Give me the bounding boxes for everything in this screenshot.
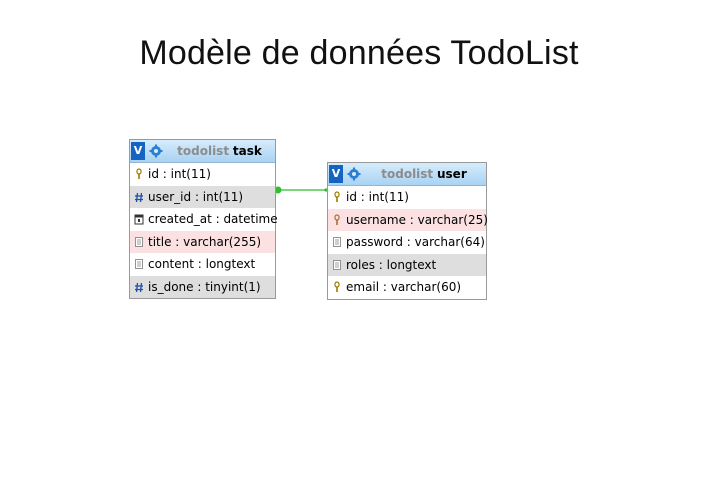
column-row-id[interactable]: id : int(11) <box>130 163 275 186</box>
database-name: todolist <box>381 167 434 181</box>
column-label: user_id : int(11) <box>148 189 244 204</box>
column-label: created_at : datetime <box>148 212 278 226</box>
key-icon <box>334 213 340 225</box>
table-user-title: todolist user <box>366 163 482 185</box>
column-label: title : varchar(255) <box>148 234 262 249</box>
column-row-password[interactable]: password : varchar(64) <box>328 231 486 254</box>
text-icon <box>333 237 341 247</box>
table-name: user <box>437 167 467 181</box>
column-row-user-id[interactable]: user_id : int(11) <box>130 185 275 208</box>
key-icon <box>334 191 340 202</box>
column-row-is-done[interactable]: is_done : tinyint(1) <box>130 275 275 298</box>
table-task-title: todolist task <box>168 140 271 162</box>
key-icon <box>136 168 142 179</box>
column-row-id[interactable]: id : int(11) <box>328 186 486 209</box>
table-task[interactable]: V todolist task id : int(11) user_id : i… <box>129 139 278 299</box>
gear-icon[interactable] <box>149 144 163 158</box>
collapse-badge-icon[interactable]: V <box>131 142 145 160</box>
text-icon <box>135 259 143 269</box>
key-icon <box>334 281 340 292</box>
relation-end-dot <box>324 188 328 192</box>
table-name: task <box>232 144 262 158</box>
calendar-icon <box>134 214 144 225</box>
text-icon <box>135 236 143 247</box>
column-row-title[interactable]: title : varchar(255) <box>130 230 275 253</box>
column-label: content : longtext <box>148 257 256 271</box>
column-row-roles[interactable]: roles : longtext <box>328 253 486 276</box>
hash-icon <box>135 192 143 202</box>
column-row-username[interactable]: username : varchar(25) <box>328 208 488 231</box>
gear-icon[interactable] <box>347 167 361 181</box>
hash-icon <box>135 282 143 292</box>
column-label: roles : longtext <box>346 257 437 272</box>
column-label: username : varchar(25) <box>346 212 488 227</box>
table-user[interactable]: V todolist user id : int(11) username : … <box>327 162 488 300</box>
relation-start-dot <box>274 186 282 194</box>
column-label: id : int(11) <box>346 190 409 204</box>
column-label: is_done : tinyint(1) <box>148 279 261 294</box>
text-icon <box>333 259 341 270</box>
column-label: password : varchar(64) <box>346 235 485 249</box>
column-label: email : varchar(60) <box>346 280 462 294</box>
column-label: id : int(11) <box>148 167 211 181</box>
column-row-email[interactable]: email : varchar(60) <box>328 276 486 299</box>
table-user-header[interactable]: V todolist user <box>328 163 486 186</box>
database-name: todolist <box>177 144 230 158</box>
collapse-badge-icon[interactable]: V <box>329 165 343 183</box>
column-row-created-at[interactable]: created_at : datetime <box>130 208 278 231</box>
slide-title: Modèle de données TodoList <box>139 34 579 72</box>
column-row-content[interactable]: content : longtext <box>130 253 275 276</box>
table-task-header[interactable]: V todolist task <box>130 140 275 163</box>
